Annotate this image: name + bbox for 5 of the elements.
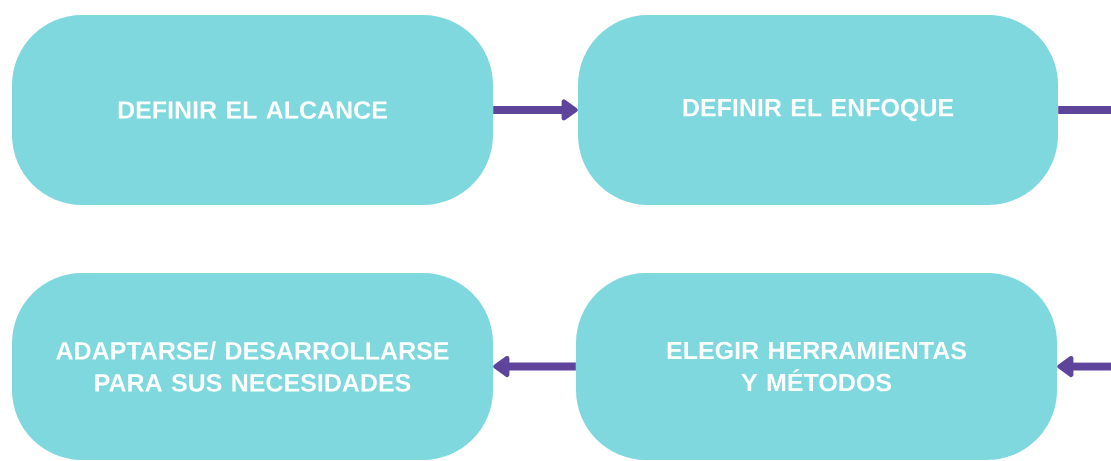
process-box: ADAPTARSE/ DESARROLLARSE PARA SUS NECESIDADES [12, 273, 493, 460]
process-box: DEFINIR EL ALCANCE [12, 15, 493, 205]
process-box: DEFINIR EL ENFOQUE [578, 15, 1058, 205]
arrow [1057, 355, 1111, 378]
process-box: ELEGIR HERRAMIENTAS Y MÉTODOS [576, 273, 1057, 460]
